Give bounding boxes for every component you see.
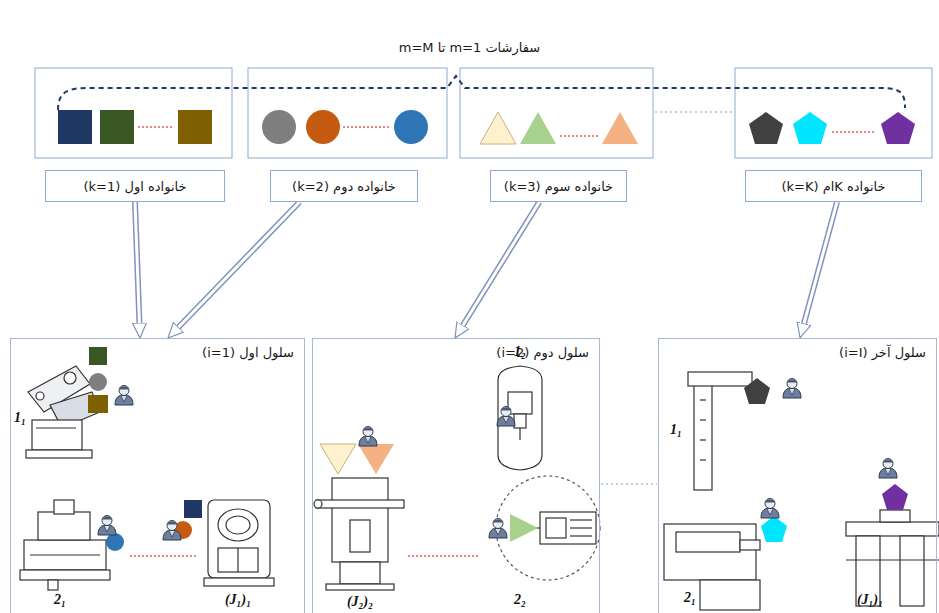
continuation-dots [601,483,657,485]
family-1-squares [58,110,212,144]
machine-label: 1₁ [670,422,682,438]
cell-heading: سلول اول (i=1) [200,345,296,360]
cell-2-parts [320,444,538,542]
arrow-outline [178,202,299,327]
machine-label: 2₁ [684,590,696,606]
family-box: خانواده دوم (k=2) [270,170,418,202]
arrow-core [178,202,299,327]
orders-curve [58,76,905,110]
operators [761,379,897,519]
cell-panel: سلول اول (i=1) [10,338,305,613]
arrow-core [135,202,139,323]
machine-label: 1₂ [514,344,526,360]
family-3-triangles [480,112,638,144]
title-line: سفارشات m=1 تا m=M [0,40,939,55]
flow-arrow [135,202,139,323]
family-box: خانواده اول (k=1) [45,170,225,202]
cell-2-machines [314,366,600,590]
machine-label: (J₁)₁ [857,592,883,608]
cell-3-machines [664,372,939,610]
family-k-pentagons [749,112,915,144]
cell-panel: سلول دوم (i=2) [312,338,600,613]
arrow-core [804,202,837,324]
continuation-dots [655,111,733,113]
cell-1-parts [88,347,202,551]
arrow-outline [135,202,139,323]
cell-3-parts [744,378,908,542]
operators [359,407,515,539]
flow-arrow [463,202,539,325]
family-product-boxes [35,68,932,158]
family-label: خانواده دوم (k=2) [292,179,396,194]
cell-heading: سلول آخر (i=I) [837,345,928,360]
arrow-core [463,202,539,325]
flow-arrow [178,202,299,327]
arrow-outline [804,202,837,324]
flow-arrow [804,202,837,324]
title: سفارشات m=1 تا m=M [396,40,543,55]
family-box: خانواده Kام (k=K) [745,170,922,202]
continuation-dots [408,555,480,557]
family-label: خانواده سوم (k=3) [504,179,613,194]
cell-heading: سلول دوم (i=2) [494,345,591,360]
family-2-circles [262,110,428,144]
machine-label: 2₁ [54,592,66,608]
arrow-outline [463,202,539,325]
machine-label: 2₂ [514,592,526,608]
family-label: خانواده اول (k=1) [84,179,187,194]
cell-panel: سلول آخر (i=I) [658,338,937,613]
operators [98,386,181,541]
family-box: خانواده سوم (k=3) [490,170,627,202]
machine-label: (J₂)₂ [347,594,373,610]
machine-label: 1₁ [14,410,26,426]
machine-label: (J₁)₁ [225,592,251,608]
cell-1-machines [20,366,274,590]
continuation-dots [130,555,198,557]
family-label: خانواده Kام (k=K) [781,179,885,194]
